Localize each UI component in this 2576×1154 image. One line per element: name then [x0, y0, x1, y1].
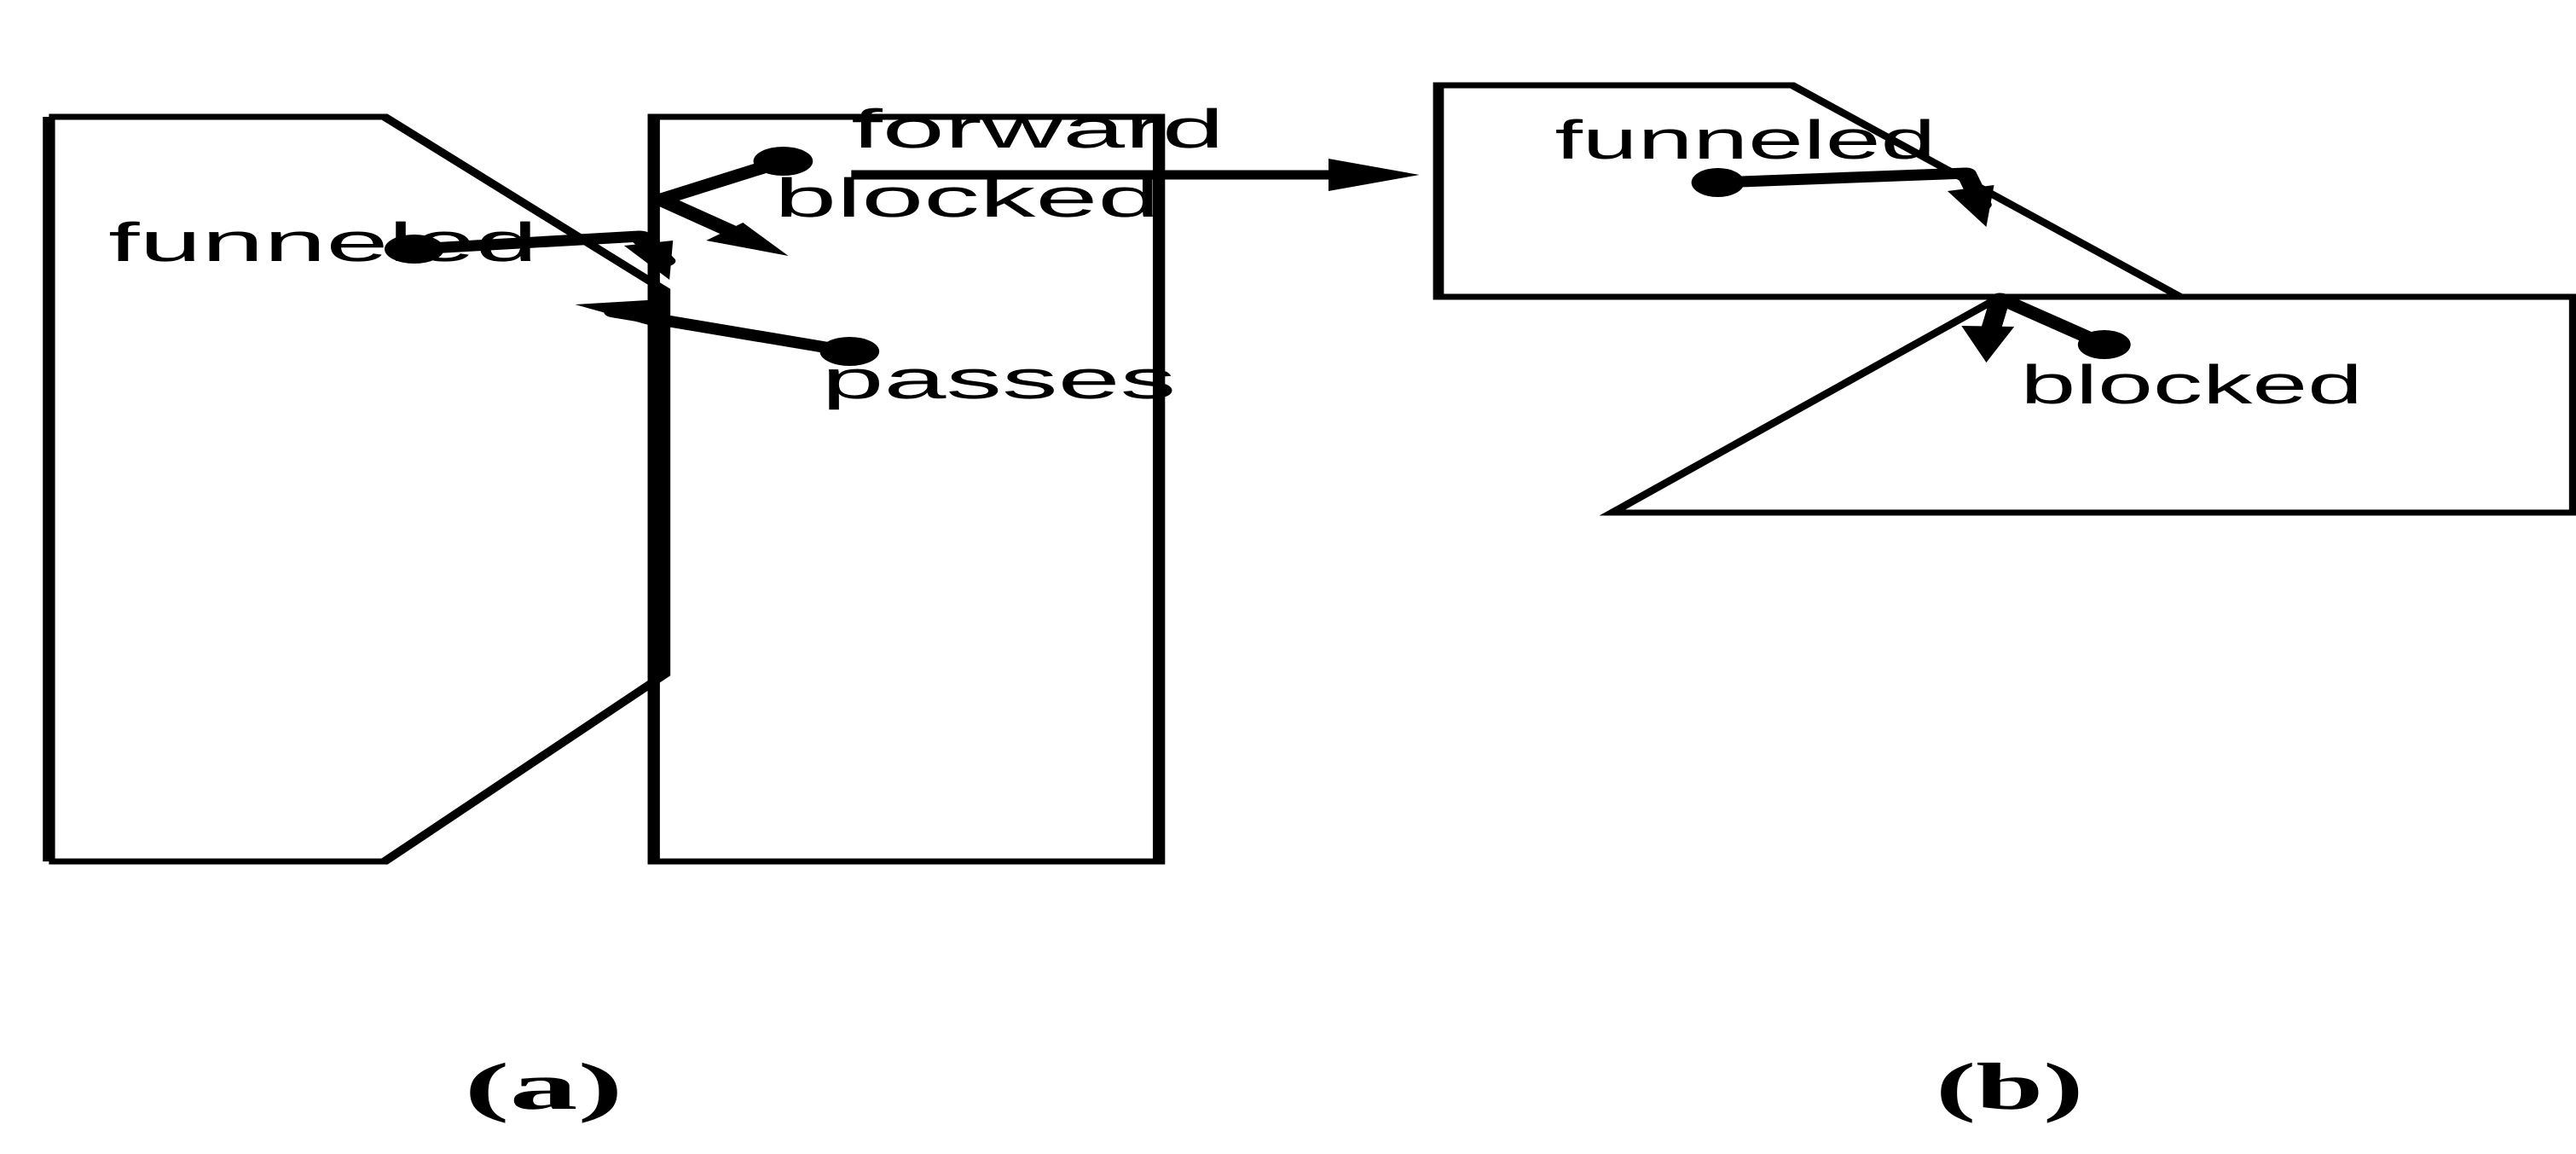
panel-a: forward blocked funneled	[43, 98, 1420, 1123]
forward-label-a: forward	[851, 98, 1224, 159]
vector-path-blocked-b	[1979, 293, 2115, 351]
vector-arrow-head-funneled-a	[623, 241, 674, 280]
vector-blocked-a: blocked	[649, 147, 1160, 256]
wall-left-a	[49, 113, 671, 865]
vector-path-funneled-b	[1707, 167, 1992, 211]
vector-path-blocked-a	[649, 155, 795, 246]
vector-funneled-b: funneled	[1554, 109, 1994, 227]
vector-label-passes-a: passes	[821, 349, 1176, 409]
panel-caption-b: (b)	[1936, 1050, 2083, 1123]
vector-passes-a: passes	[575, 299, 1176, 410]
vector-blocked-b: blocked	[1961, 293, 2363, 415]
vector-arrow-head-blocked-a	[706, 223, 789, 256]
vector-arrow-head-passes-a	[575, 299, 661, 325]
vector-label-blocked-a: blocked	[774, 167, 1160, 228]
forward-arrow-head-a	[1329, 159, 1420, 191]
vector-funneled-a: funneled	[108, 212, 676, 280]
vector-label-funneled-a: funneled	[108, 212, 537, 272]
wall-right-a	[647, 113, 1166, 865]
vector-arrow-head-blocked-b	[1961, 326, 2015, 362]
panel-caption-a: (a)	[464, 1050, 622, 1123]
panel-b: forward funneled blocked	[1433, 82, 2576, 1123]
vector-label-funneled-b: funneled	[1554, 109, 1936, 171]
vector-label-blocked-b: blocked	[2020, 354, 2362, 415]
vector-arrow-head-funneled-b	[1947, 185, 1994, 227]
wall-lower-b	[1599, 293, 2576, 516]
vector-path-passes-a	[604, 306, 861, 357]
